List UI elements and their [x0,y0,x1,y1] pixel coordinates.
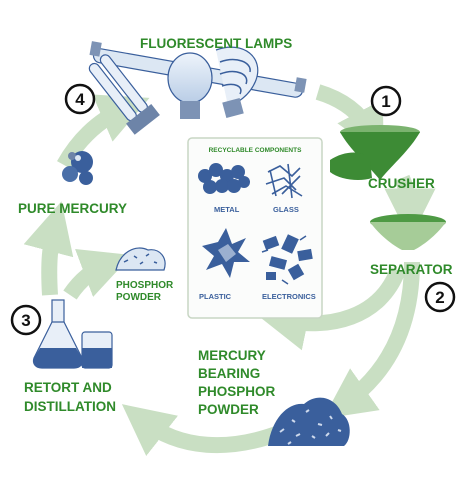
glass-icon [265,163,303,199]
phosphor-powder-label-2: POWDER [116,292,162,303]
retort-label-2: DISTILLATION [24,399,116,414]
arrow-crusher-to-separator [384,174,436,240]
mbpp-label-2: BEARING [198,366,260,381]
pure-mercury-label: PURE MERCURY [18,201,127,216]
phosphor-powder-label-1: PHOSPHOR [116,280,174,291]
crusher-label: CRUSHER [368,176,435,191]
svg-text:1: 1 [381,92,390,111]
electronics-label: ELECTRONICS [262,292,316,301]
mercury-powder-pile-icon [268,397,350,446]
glass-label: GLASS [273,205,299,214]
metal-icon [198,163,250,194]
plastic-icon [202,228,250,278]
arrow-retort-to-phosphor [63,249,132,300]
pure-mercury-icon [62,151,93,185]
arrow-separator-to-components [256,266,406,351]
separator-icon [370,214,446,250]
mbpp-label-1: MERCURY [198,348,266,363]
arrow-mbpp-to-retort [121,404,285,456]
step-4-badge: 4 [64,83,96,115]
mbpp-label-3: PHOSPHOR [198,384,276,399]
mbpp-label-4: POWDER [198,402,259,417]
fluorescent-lamps-icon [88,41,307,135]
step-2-badge: 2 [424,281,456,313]
phosphor-powder-icon [115,247,166,271]
crusher-icon [330,125,420,180]
cycle-arrows [23,84,436,456]
plastic-label: PLASTIC [199,292,232,301]
metal-label: METAL [214,205,240,214]
retort-label-1: RETORT AND [24,380,112,395]
fluorescent-lamps-label: FLUORESCENT LAMPS [140,36,292,51]
separator-label: SEPARATOR [370,262,453,277]
electronics-icon [261,234,313,285]
svg-text:2: 2 [435,288,444,307]
arrow-retort-to-mercury [23,201,74,296]
svg-text:4: 4 [75,90,85,109]
step-3-badge: 3 [10,304,42,336]
arrow-separator-to-mbpp [323,261,420,419]
step-1-badge: 1 [370,85,402,117]
svg-text:3: 3 [21,311,30,330]
recyclable-components-title: RECYCLABLE COMPONENTS [209,147,302,154]
retort-flask-icon [32,299,113,369]
recyclable-components-box: RECYCLABLE COMPONENTS METAL GLASS PLASTI… [187,137,323,319]
